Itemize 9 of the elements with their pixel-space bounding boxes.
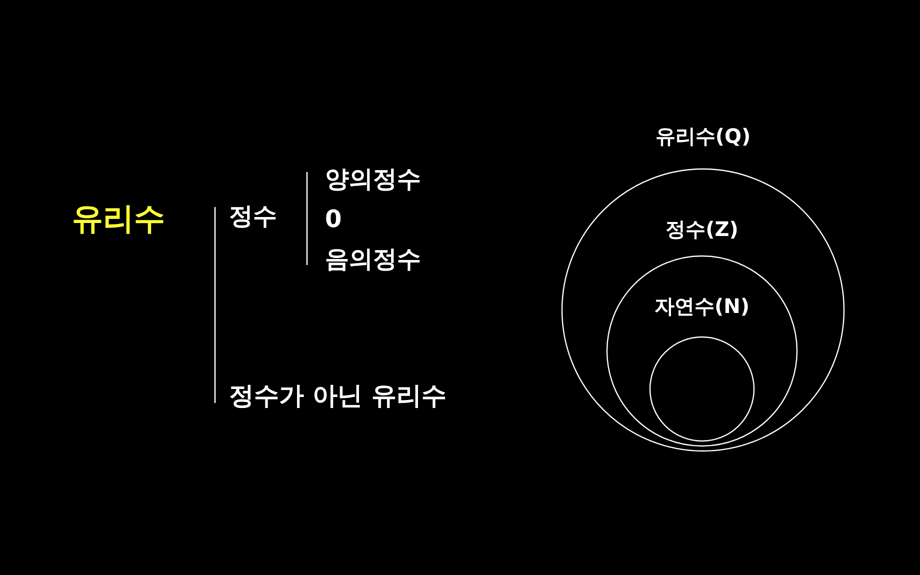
set-label: 자연수(N) (653, 295, 751, 317)
category-label: 양의정수 (325, 166, 421, 192)
category-label: 음의정수 (325, 246, 421, 272)
category-label: 정수 (229, 203, 277, 230)
category-label: 정수가 아닌 유리수 (229, 382, 446, 410)
set-label: 유리수(Q) (654, 125, 752, 147)
set-label: 정수(Z) (664, 218, 740, 240)
category-label: 유리수 (72, 202, 165, 236)
category-label: 0 (325, 206, 342, 232)
